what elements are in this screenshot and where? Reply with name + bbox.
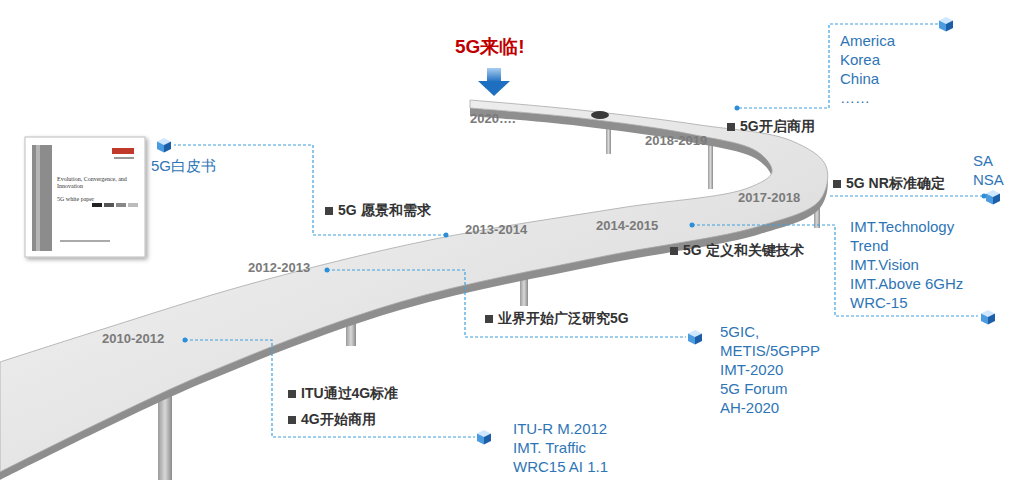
- itu-item: IMT.Above 6GHz: [850, 275, 963, 293]
- leader-line: [174, 24, 984, 437]
- cover-title: Evolution, Convergence, and Innovation: [57, 176, 135, 190]
- itu-item: WRC15 AI 1.1: [513, 458, 608, 476]
- white-paper-cover: [25, 137, 145, 257]
- org-item: AH-2020: [720, 399, 779, 417]
- cube-icon: [157, 17, 1000, 445]
- country-item: Korea: [840, 51, 880, 69]
- road-ribbon: [0, 100, 828, 480]
- headline-callout: 5G来临!: [455, 36, 525, 59]
- year-label: 2010-2012: [102, 331, 164, 347]
- mode-item: NSA: [973, 171, 1004, 189]
- itu-item: IMT.Technology: [850, 218, 954, 236]
- milestone-text: 5G开启商用: [740, 118, 815, 135]
- country-item: China: [840, 70, 879, 88]
- milestone-text: 5G NR标准确定: [846, 175, 945, 192]
- year-label: 2017-2018: [738, 190, 800, 206]
- itu-item: ITU-R M.2012: [513, 420, 607, 438]
- year-label: 2014-2015: [596, 218, 658, 234]
- milestone-text: 5G 愿景和需求: [338, 202, 431, 219]
- org-item: IMT-2020: [720, 361, 783, 379]
- milestone-text: ITU通过4G标准: [301, 385, 398, 402]
- year-label: 2018-2019: [645, 133, 707, 149]
- mode-item: SA: [973, 152, 993, 170]
- itu-item: IMT.Vision: [850, 256, 919, 274]
- car-symbol: [591, 111, 609, 119]
- milestone-text: 5G 定义和关键技术: [683, 242, 804, 259]
- leader-dot: [183, 106, 987, 343]
- milestone-text: 4G开始商用: [301, 411, 376, 428]
- year-label: 2013-2014: [465, 222, 527, 238]
- itu-item: WRC-15: [850, 294, 908, 312]
- org-item: 5G Forum: [720, 380, 788, 398]
- country-item: ……: [840, 89, 870, 107]
- cover-subtitle: 5G white paper: [57, 196, 135, 203]
- org-item: METIS/5GPPP: [720, 342, 820, 360]
- itu-item: IMT. Traffic: [513, 439, 586, 457]
- road-surface: [0, 100, 828, 472]
- year-label: 2012-2013: [248, 260, 310, 276]
- country-item: America: [840, 32, 895, 50]
- bullet-square: [288, 123, 841, 424]
- down-arrow: [478, 68, 510, 96]
- org-item: 5GIC,: [720, 323, 759, 341]
- year-label: 2020….: [470, 111, 516, 127]
- milestone-text: 业界开始广泛研究5G: [498, 310, 629, 327]
- itu-item: Trend: [850, 237, 889, 255]
- paper-caption: 5G白皮书: [151, 157, 216, 175]
